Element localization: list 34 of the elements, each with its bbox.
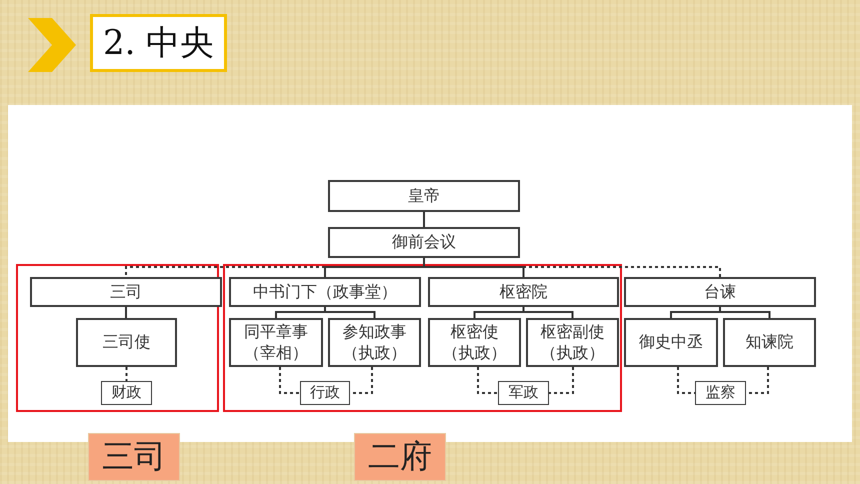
- office-box: 中书门下（政事堂）: [229, 277, 421, 307]
- connector-line: [477, 367, 498, 394]
- office-box: 三司: [30, 277, 222, 307]
- connector-line: [350, 367, 373, 394]
- connector-line: [324, 307, 376, 318]
- connector-line: [549, 367, 574, 394]
- office-box: 御前会议: [328, 227, 520, 258]
- connector-line: [423, 258, 721, 277]
- category-box: 行政: [300, 381, 350, 405]
- title: 2. 中央: [90, 14, 228, 72]
- category-box: 监察: [695, 381, 746, 405]
- connector-line: [719, 307, 770, 318]
- office-box: 枢密副使（执政）: [526, 318, 619, 367]
- office-box: 枢密院: [428, 277, 619, 307]
- connector-line: [677, 367, 695, 394]
- connector-line: [522, 307, 574, 318]
- office-box: 枢密使（执政）: [428, 318, 521, 367]
- office-box: 知谏院: [723, 318, 816, 367]
- section-label: 三司: [88, 433, 180, 481]
- section-label: 二府: [354, 433, 446, 481]
- office-box: 皇帝: [328, 180, 520, 212]
- office-box: 三司使: [76, 318, 177, 367]
- connector-line: [746, 367, 769, 394]
- connector-line: [126, 367, 128, 381]
- connector-line: [423, 212, 425, 227]
- connector-line: [279, 367, 300, 394]
- category-box: 军政: [498, 381, 549, 405]
- office-box: 台谏: [624, 277, 816, 307]
- office-box: 御史中丞: [624, 318, 718, 367]
- category-box: 财政: [101, 381, 152, 405]
- office-box: 参知政事（执政）: [328, 318, 421, 367]
- office-box: 同平章事（宰相）: [229, 318, 323, 367]
- connector-line: [423, 258, 524, 277]
- connector-line: [125, 307, 127, 318]
